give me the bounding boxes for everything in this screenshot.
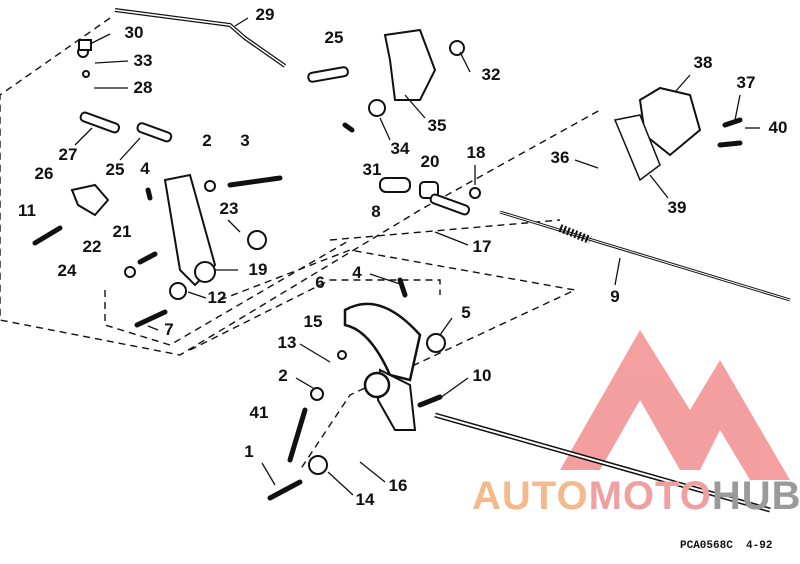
callout-24: 24 <box>57 261 77 280</box>
callout-13: 13 <box>277 333 297 352</box>
callout-7: 7 <box>164 320 174 339</box>
callout-11: 11 <box>18 201 36 220</box>
watermark-auto: AUTO <box>472 474 589 518</box>
callout-22: 22 <box>82 237 102 256</box>
callout-3: 3 <box>240 131 250 150</box>
callout-9: 9 <box>610 287 620 306</box>
callout-20: 20 <box>420 152 440 171</box>
callout-5: 5 <box>461 303 471 322</box>
callout-31: 31 <box>362 160 382 179</box>
callout-8: 8 <box>371 202 381 221</box>
callout-15: 15 <box>303 312 323 331</box>
callout-1: 1 <box>244 442 254 461</box>
callout-27: 27 <box>58 145 78 164</box>
callout-32: 32 <box>481 65 501 84</box>
callout-10: 10 <box>472 366 492 385</box>
watermark-moto: MOTO <box>588 474 712 518</box>
callout-4: 4 <box>140 159 150 178</box>
callout-18: 18 <box>466 143 486 162</box>
callout-35: 35 <box>427 116 447 135</box>
watermark-hub: HUB <box>711 474 800 518</box>
callout-25-b: 25 <box>324 28 344 47</box>
callout-39: 39 <box>667 198 687 217</box>
callout-6: 6 <box>315 273 325 292</box>
callout-2-b: 2 <box>278 366 288 385</box>
callout-28: 28 <box>133 78 153 97</box>
callout-38: 38 <box>693 53 713 72</box>
drawing-code: PCA0568C 4-92 <box>680 540 773 552</box>
callout-29: 29 <box>255 5 275 24</box>
callout-40: 40 <box>768 118 788 137</box>
callout-19: 19 <box>248 260 268 279</box>
callout-30: 30 <box>124 23 144 42</box>
callout-12: 12 <box>207 288 227 307</box>
callout-4-b: 4 <box>352 263 362 282</box>
callout-25: 25 <box>105 160 125 179</box>
callout-33: 33 <box>133 51 153 70</box>
callout-2: 2 <box>202 131 212 150</box>
watermark: AUTOMOTOHUB <box>472 474 800 519</box>
callout-36: 36 <box>550 148 570 167</box>
callout-17: 17 <box>472 237 492 256</box>
callout-14: 14 <box>355 490 375 509</box>
callout-26: 26 <box>34 164 54 183</box>
callout-34: 34 <box>390 139 410 158</box>
callout-23: 23 <box>219 199 239 218</box>
watermark-logo-icon <box>560 330 790 480</box>
callout-21: 21 <box>112 222 132 241</box>
callout-37: 37 <box>736 73 756 92</box>
callout-16: 16 <box>388 476 408 495</box>
callout-41: 41 <box>249 403 269 422</box>
